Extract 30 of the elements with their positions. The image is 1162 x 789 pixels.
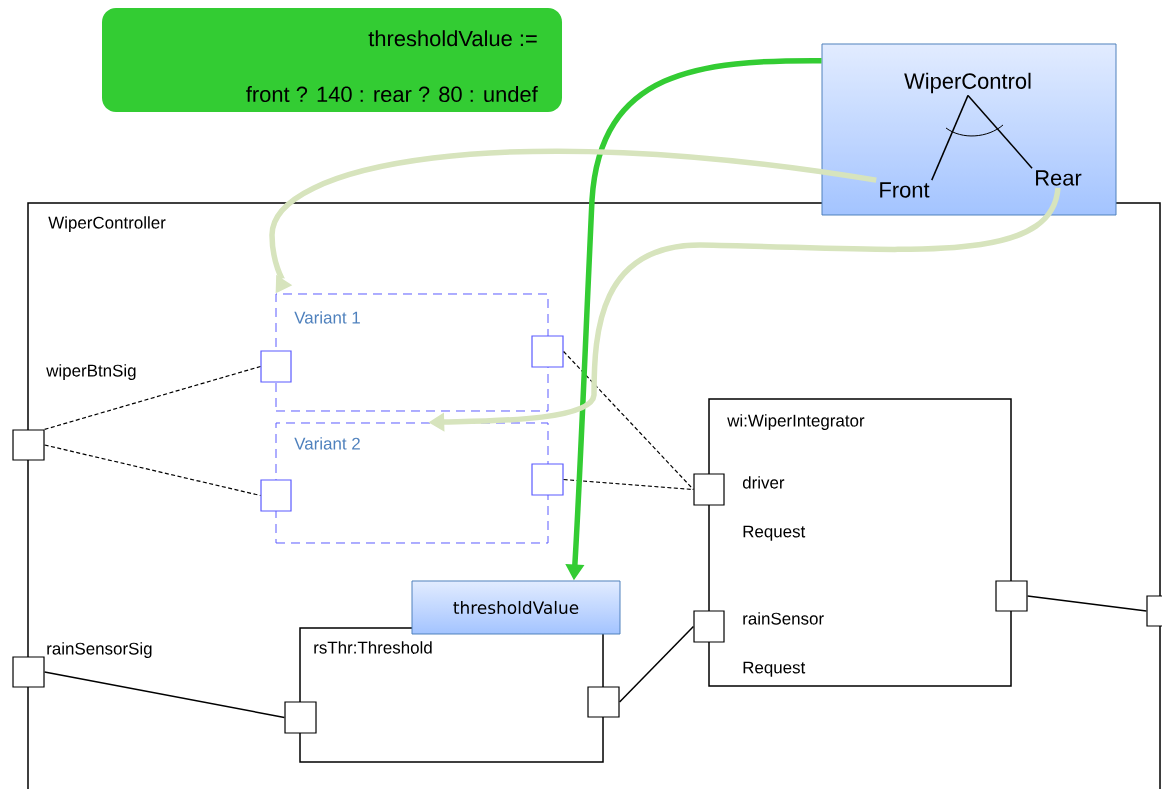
tree-line	[931, 94, 969, 181]
port-square	[531, 335, 564, 368]
port-label: driver Request	[742, 476, 806, 541]
parameter-box: thresholdValue	[411, 580, 621, 635]
port-square	[260, 479, 292, 512]
note-box: thresholdValue := front ? 140 : rear ? 80 : undef	[102, 8, 562, 112]
port-square	[693, 610, 725, 643]
port-square	[1146, 595, 1162, 627]
port-square	[693, 473, 725, 506]
connector-line	[563, 478, 694, 491]
feature-box	[821, 43, 1117, 216]
port-square	[531, 463, 564, 496]
variant-box: Variant 1	[275, 293, 549, 412]
port-square	[12, 656, 45, 688]
connector-line	[43, 671, 286, 719]
port-square	[587, 686, 620, 718]
tree-line	[967, 94, 1033, 169]
port-label: rainSensor Request	[743, 612, 824, 677]
connector-line	[1026, 595, 1148, 612]
port-label: rainSensorSig	[47, 642, 152, 658]
port-square	[260, 350, 292, 383]
connector-line	[618, 625, 695, 703]
feature-label: Rear	[1036, 170, 1082, 186]
feature-label: Front	[880, 182, 930, 198]
feature-label: WiperControl	[904, 72, 1031, 94]
port-label: wiperBtnSig	[46, 364, 136, 380]
connector-line	[44, 365, 261, 430]
port-square	[12, 429, 45, 461]
port-square	[284, 701, 317, 734]
port-square	[995, 580, 1028, 612]
